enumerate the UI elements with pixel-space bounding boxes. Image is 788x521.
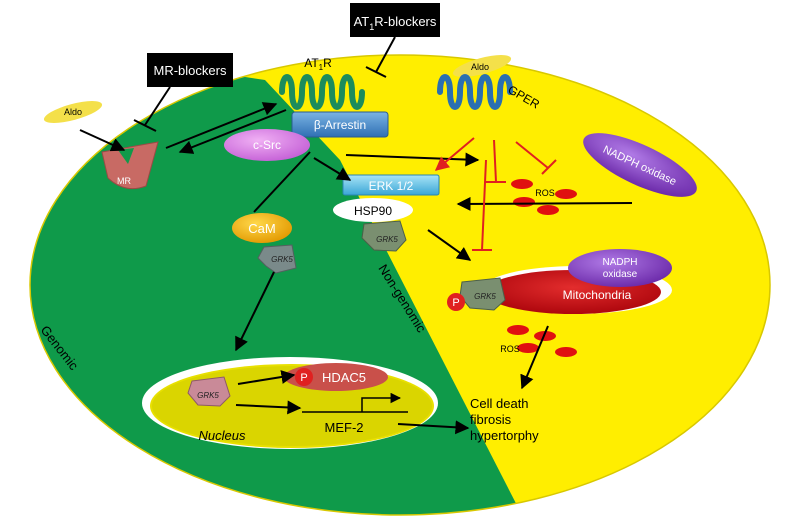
grk5-cam-label: GRK5 (271, 255, 293, 264)
phospho-mito: P (447, 293, 465, 311)
outcome-hypertrophy: hypertorphy (470, 428, 539, 443)
grk5-mito-label: GRK5 (474, 292, 496, 301)
hdac5-label: HDAC5 (322, 370, 366, 385)
black-arrows (79, 102, 633, 435)
at1r-blockers-tail: R-blockers (374, 14, 437, 29)
at1r-blockers-sub: 1 (369, 22, 374, 32)
svg-text:AT1R-blockers: AT1R-blockers (354, 14, 437, 32)
at1r-receptor (279, 74, 365, 110)
phospho-nucleus-label: P (300, 372, 307, 384)
outcome-cell-death: Cell death (470, 396, 529, 411)
grk5-cam: GRK5 (257, 244, 297, 274)
ros-top-label: ROS (535, 188, 555, 198)
grk5-center-label: GRK5 (376, 235, 398, 244)
phospho-nucleus: P (295, 368, 313, 386)
mr-receptor: MR (101, 141, 159, 190)
c-src: c-Src (224, 129, 310, 161)
outcome-text: Cell death fibrosis hypertorphy (470, 396, 539, 443)
erk-1-2: ERK 1/2 (342, 174, 440, 196)
grk5-center: GRK5 (361, 220, 407, 252)
mef2-label: MEF-2 (325, 420, 364, 435)
mitochondria-complex: Mitochondria NADPH oxidase (482, 249, 672, 314)
hsp90-label: HSP90 (354, 204, 392, 218)
mr-blockers-label: MR-blockers (154, 63, 227, 78)
aldo-left: Aldo (43, 101, 103, 123)
grk5-nucleus: GRK5 (187, 376, 231, 407)
hsp90: HSP90 (333, 198, 413, 222)
nadph-mito-label-2: oxidase (603, 269, 638, 280)
ros-bottom: ROS (500, 325, 577, 357)
gper-receptor (437, 74, 513, 110)
nadph-mito-label-1: NADPH (602, 257, 637, 268)
erk-label: ERK 1/2 (369, 179, 414, 193)
grk5-nucleus-label: GRK5 (197, 391, 219, 400)
mitochondria-label: Mitochondria (563, 288, 632, 302)
mr-blockers-box: MR-blockers (147, 53, 233, 87)
phospho-mito-label: P (452, 297, 459, 309)
aldo-left-label: Aldo (64, 107, 82, 117)
blocker-inhibition-lines (133, 36, 396, 132)
cam: CaM (232, 213, 292, 243)
aldo-right: Aldo (452, 55, 512, 77)
hdac5: HDAC5 (284, 363, 388, 391)
beta-arrestin-label: β-Arrestin (314, 118, 366, 132)
at1r-blockers-box: AT1R-blockers (350, 3, 440, 37)
cam-label: CaM (248, 221, 275, 236)
c-src-label: c-Src (253, 138, 281, 152)
mef2-gene (302, 392, 408, 413)
beta-arrestin: β-Arrestin (291, 111, 389, 138)
outcome-fibrosis: fibrosis (470, 412, 512, 427)
mr-label: MR (117, 176, 131, 186)
red-arrows (434, 137, 557, 251)
nucleus-label: Nucleus (199, 428, 246, 443)
at1r-label: AT1R (304, 56, 332, 72)
at1r-blockers-main: AT (354, 14, 370, 29)
ros-bottom-label: ROS (500, 344, 520, 354)
aldo-right-label: Aldo (471, 62, 489, 72)
